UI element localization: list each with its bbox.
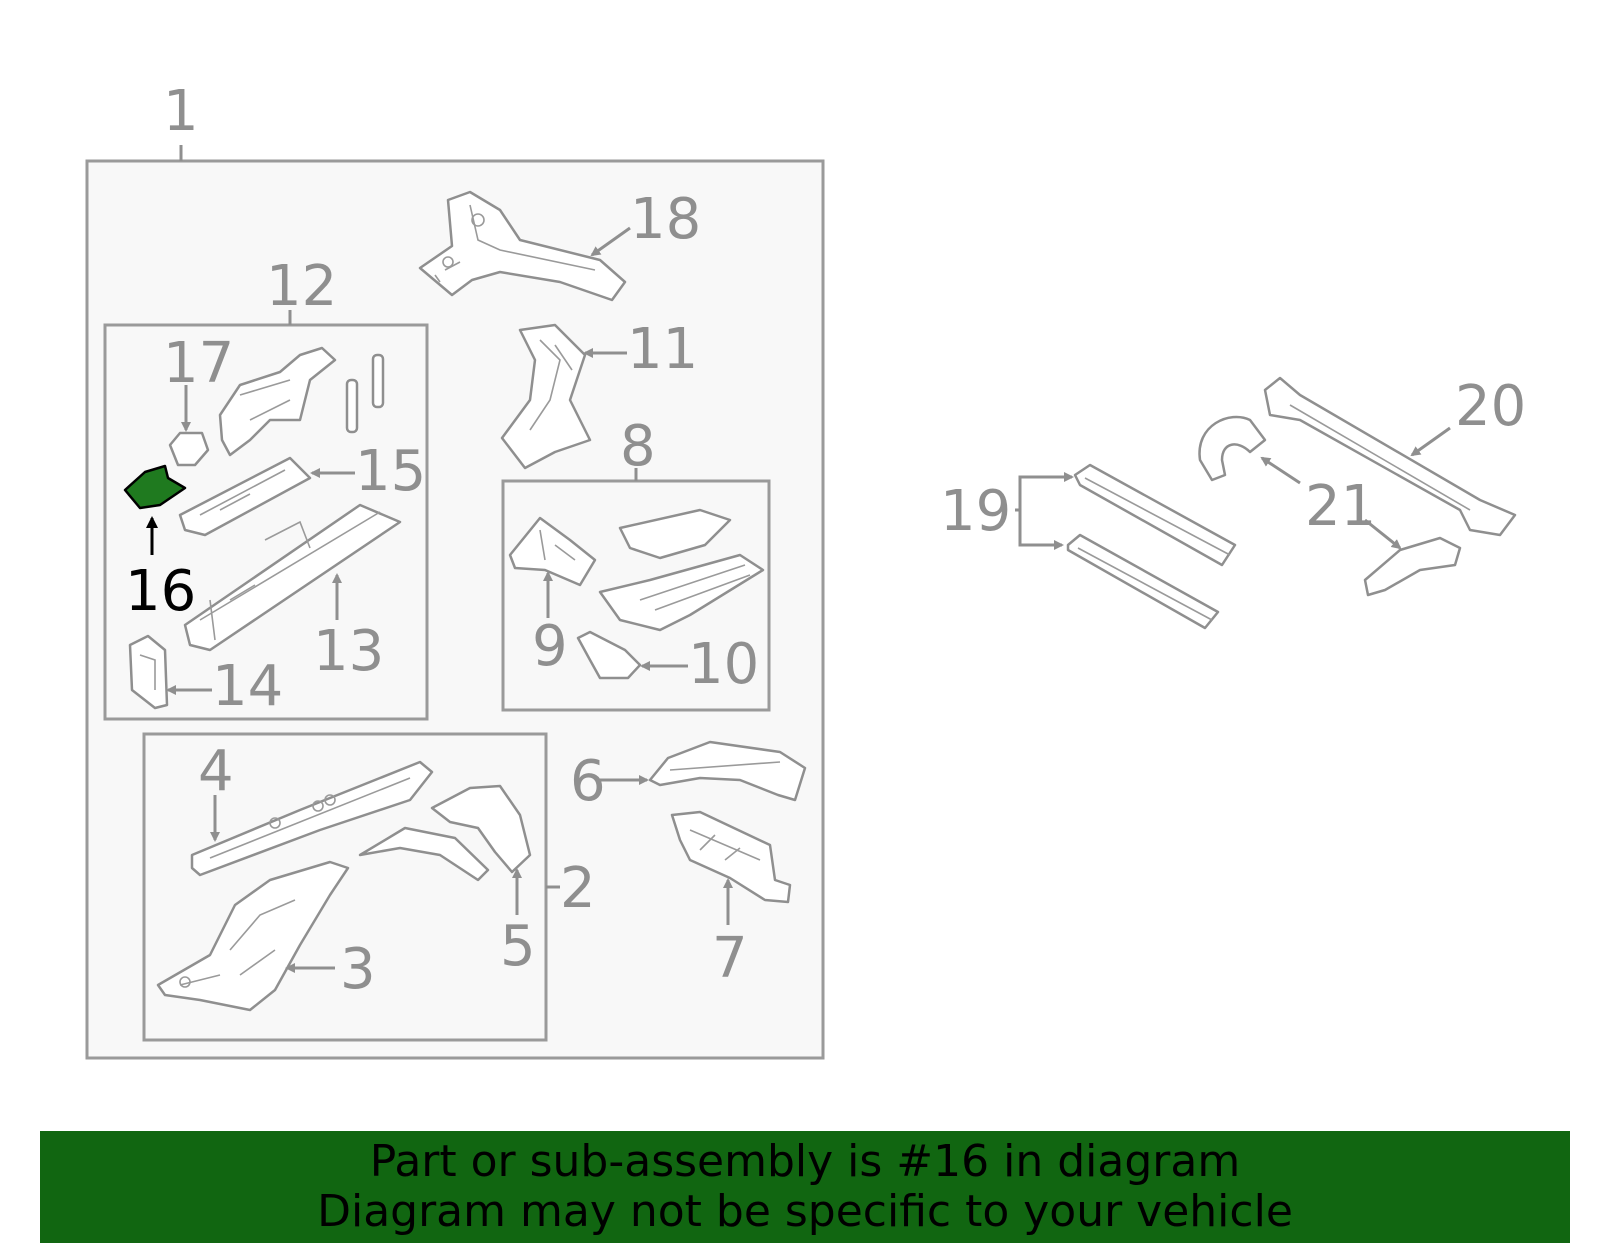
label-17[interactable]: 17: [163, 331, 234, 396]
part-21[interactable]: [1198, 415, 1462, 597]
part-6[interactable]: [648, 740, 807, 802]
part-5-panel[interactable]: [358, 784, 532, 882]
label-4[interactable]: 4: [198, 739, 234, 804]
label-3[interactable]: 3: [340, 937, 376, 1002]
label-11[interactable]: 11: [627, 317, 698, 382]
label-7[interactable]: 7: [712, 926, 748, 991]
part-8-panel[interactable]: [598, 508, 765, 632]
leader-18: [590, 226, 631, 257]
part-7[interactable]: [670, 810, 792, 904]
part-13[interactable]: [183, 503, 402, 652]
part-14[interactable]: [128, 634, 169, 710]
part-12-bolts[interactable]: [345, 353, 385, 434]
label-18[interactable]: 18: [630, 187, 701, 252]
banner-line-2: Diagram may not be specific to your vehi…: [317, 1186, 1293, 1237]
part-10[interactable]: [576, 630, 642, 680]
label-16[interactable]: 16: [125, 559, 196, 624]
part-11[interactable]: [500, 323, 592, 470]
leader-19: [1015, 475, 1072, 545]
label-10[interactable]: 10: [688, 632, 759, 697]
label-12[interactable]: 12: [266, 254, 337, 319]
part-18[interactable]: [418, 190, 627, 302]
label-14[interactable]: 14: [212, 654, 283, 719]
label-21[interactable]: 21: [1305, 474, 1376, 539]
part-9[interactable]: [508, 516, 597, 587]
label-20[interactable]: 20: [1455, 374, 1526, 439]
label-2[interactable]: 2: [560, 856, 596, 921]
part-15[interactable]: [178, 456, 312, 537]
info-banner: Part or sub-assembly is #16 in diagram D…: [40, 1131, 1570, 1243]
part-12-bracket[interactable]: [218, 346, 337, 457]
part-19[interactable]: [1066, 463, 1237, 630]
label-19[interactable]: 19: [940, 479, 1011, 544]
leader-21a: [1260, 456, 1301, 485]
leader-21b: [1364, 518, 1402, 550]
part-3[interactable]: [156, 860, 350, 1012]
part-4[interactable]: [190, 760, 434, 877]
label-5[interactable]: 5: [500, 914, 536, 979]
label-8[interactable]: 8: [620, 414, 656, 479]
banner-line-1: Part or sub-assembly is #16 in diagram: [369, 1136, 1241, 1187]
part-17[interactable]: [168, 431, 210, 467]
label-15[interactable]: 15: [355, 439, 426, 504]
part-20[interactable]: [1263, 376, 1517, 537]
label-6[interactable]: 6: [570, 749, 606, 814]
label-9[interactable]: 9: [532, 614, 568, 679]
part-16[interactable]: [123, 464, 187, 510]
label-13[interactable]: 13: [313, 619, 384, 684]
leader-20: [1410, 426, 1451, 457]
label-1[interactable]: 1: [163, 79, 199, 144]
